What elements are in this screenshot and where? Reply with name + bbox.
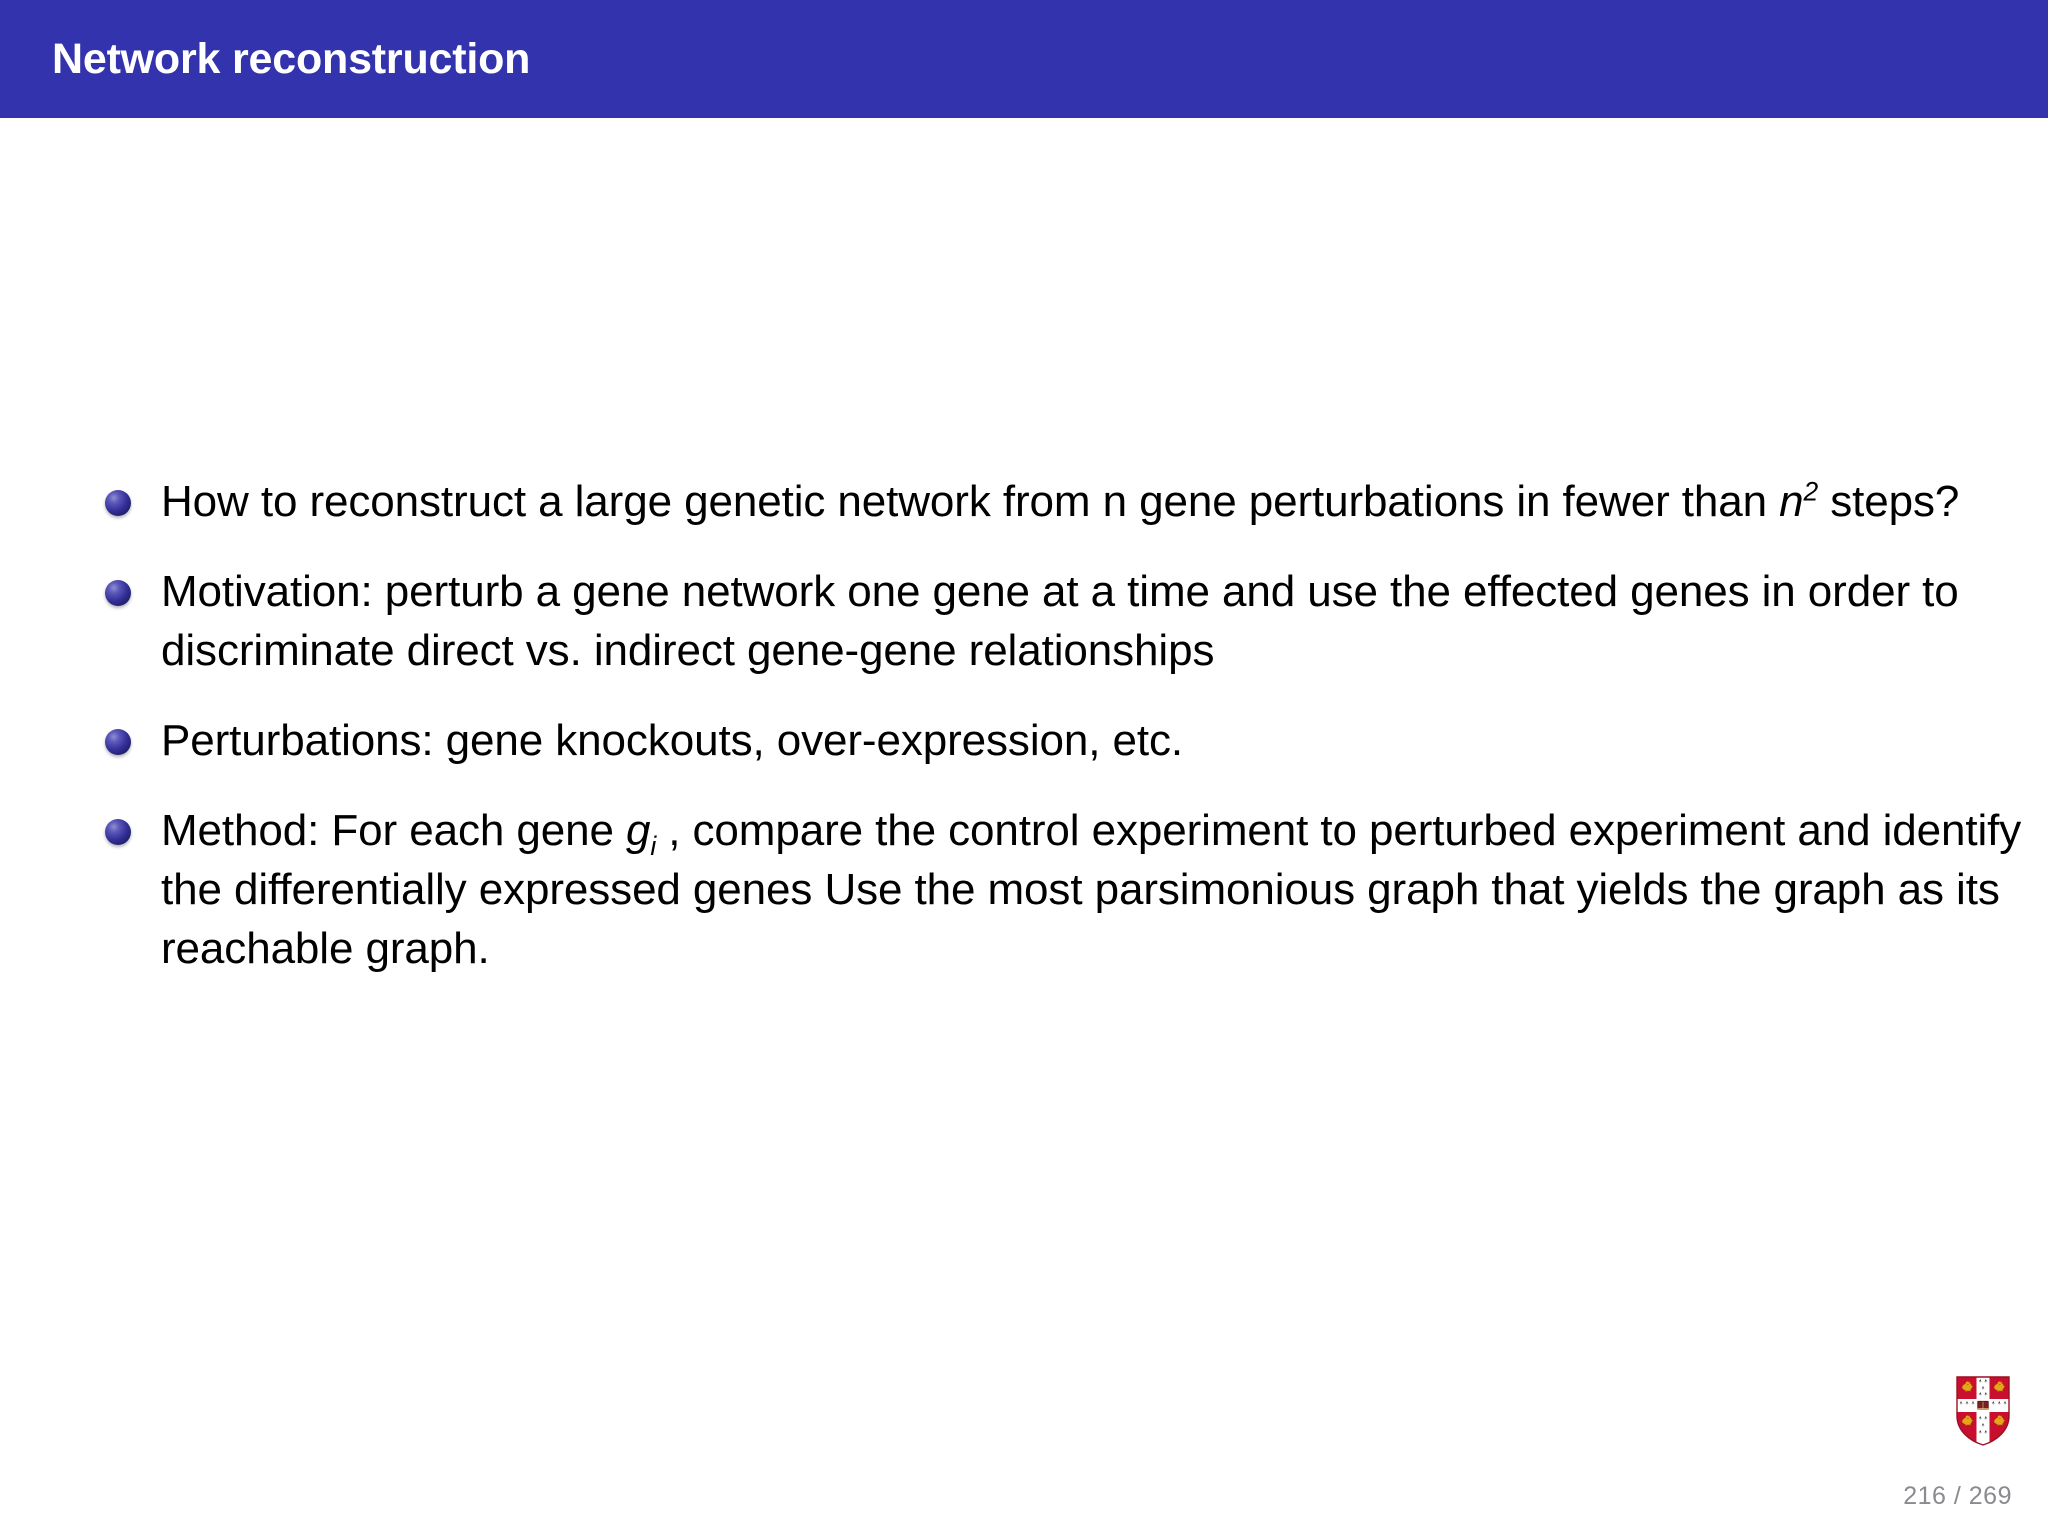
slide-title-bar: Network reconstruction xyxy=(0,0,2048,118)
bullet-segment-italic: n xyxy=(1779,477,1804,526)
bullet-sphere-icon xyxy=(105,490,131,516)
slide-content-area: How to reconstruct a large genetic netwo… xyxy=(0,118,2048,1536)
bullet-segment-italic: g xyxy=(625,805,651,855)
list-item: Motivation: perturb a gene network one g… xyxy=(105,563,2025,681)
cambridge-coat-of-arms-icon xyxy=(1956,1376,2010,1446)
bullet-item-text: Perturbations: gene knockouts, over-expr… xyxy=(161,716,1183,765)
bullet-sphere-icon xyxy=(105,728,131,755)
bullet-segment: Method: For each gene xyxy=(161,805,626,855)
bullet-segment: , compare the control experiment to pert… xyxy=(161,805,2022,973)
list-item: Method: For each gene gi , compare the c… xyxy=(105,802,2025,979)
list-item: How to reconstruct a large genetic netwo… xyxy=(105,473,2025,532)
page-title: Network reconstruction xyxy=(52,34,531,83)
bullet-list: How to reconstruct a large genetic netwo… xyxy=(105,473,2025,979)
bullet-item-text: How to reconstruct a large genetic netwo… xyxy=(161,477,1959,526)
bullet-segment-superscript: 2 xyxy=(1803,476,1819,507)
bullet-segment: Motivation: perturb a gene network one g… xyxy=(161,566,1959,675)
bullet-sphere-icon xyxy=(105,818,131,845)
bullet-sphere-icon xyxy=(105,579,131,606)
bullet-segment: How to reconstruct a large genetic netwo… xyxy=(161,477,1780,526)
bullet-item-text: Method: For each gene gi , compare the c… xyxy=(161,806,2021,973)
bullet-segment: steps? xyxy=(1818,477,1960,526)
bullet-segment: Perturbations: gene knockouts, over-expr… xyxy=(161,715,1184,765)
list-item: Perturbations: gene knockouts, over-expr… xyxy=(105,712,2025,771)
bullet-segment-subscript: i xyxy=(650,830,657,861)
page-number: 216 / 269 xyxy=(1903,1482,2012,1510)
bullet-item-text: Motivation: perturb a gene network one g… xyxy=(161,567,1959,675)
